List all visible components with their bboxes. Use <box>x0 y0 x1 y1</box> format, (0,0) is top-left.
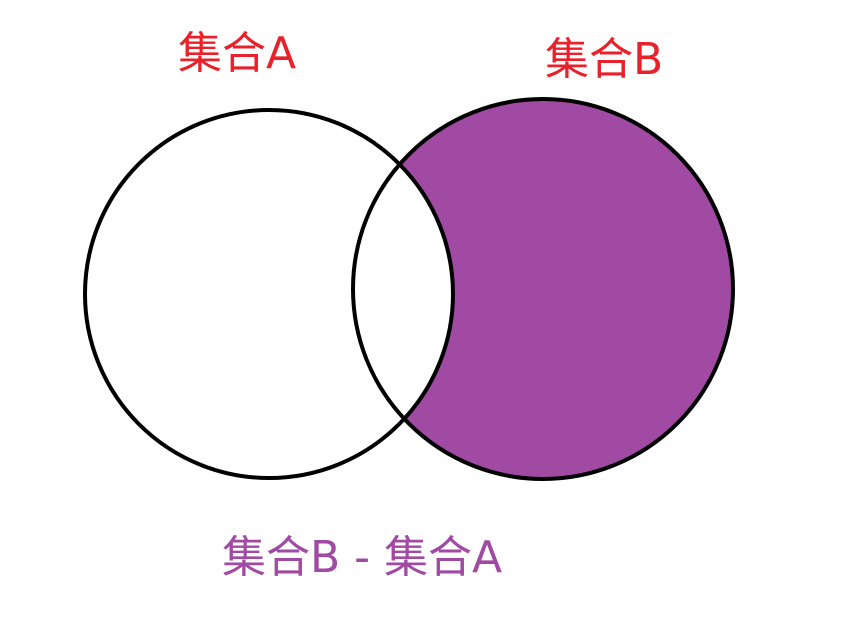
difference-region <box>353 99 733 479</box>
set-a-circle <box>83 108 455 480</box>
set-b-circle <box>351 97 735 481</box>
set-b-label: 集合B <box>545 34 664 85</box>
difference-label: 集合B - 集合A <box>222 532 503 583</box>
set-a-label: 集合A <box>178 28 297 79</box>
